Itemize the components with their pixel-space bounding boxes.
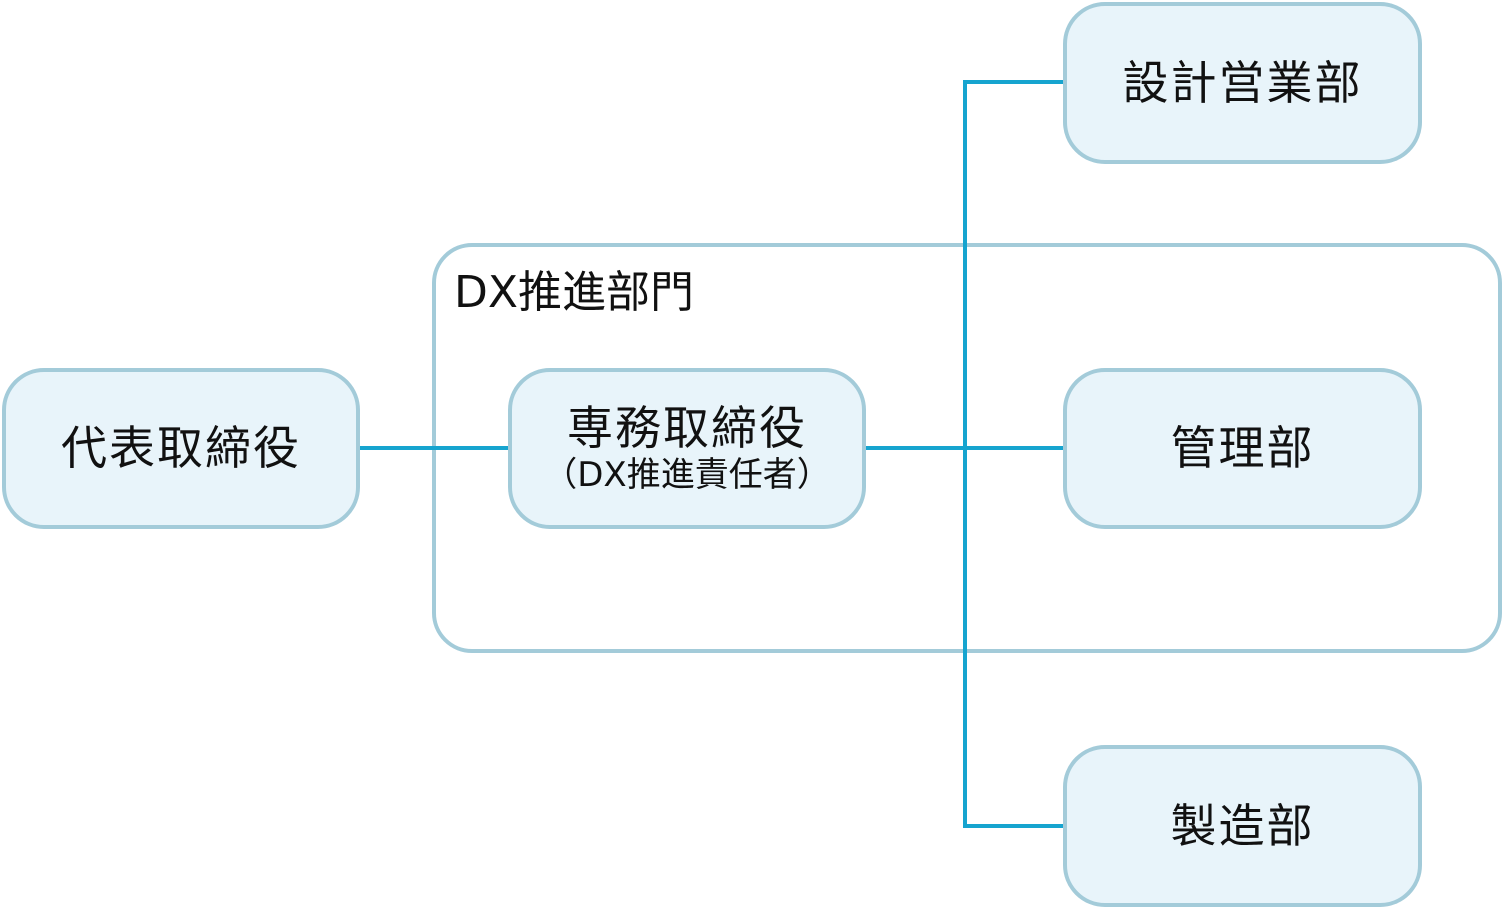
group-label: DX推進部門: [454, 267, 695, 318]
node-label: 製造部: [1170, 798, 1315, 853]
node-label: 管理部: [1170, 421, 1315, 476]
node-managing-director[interactable]: 専務取締役 （DX推進責任者）: [508, 368, 866, 529]
node-administration[interactable]: 管理部: [1063, 368, 1422, 529]
node-manufacturing[interactable]: 製造部: [1063, 745, 1422, 907]
node-design-sales[interactable]: 設計営業部: [1063, 2, 1422, 164]
node-ceo[interactable]: 代表取締役: [2, 368, 360, 529]
node-sublabel: （DX推進責任者）: [543, 455, 831, 496]
node-label: 専務取締役: [567, 400, 807, 455]
node-label: 設計営業部: [1122, 55, 1363, 110]
node-label: 代表取締役: [61, 421, 301, 476]
